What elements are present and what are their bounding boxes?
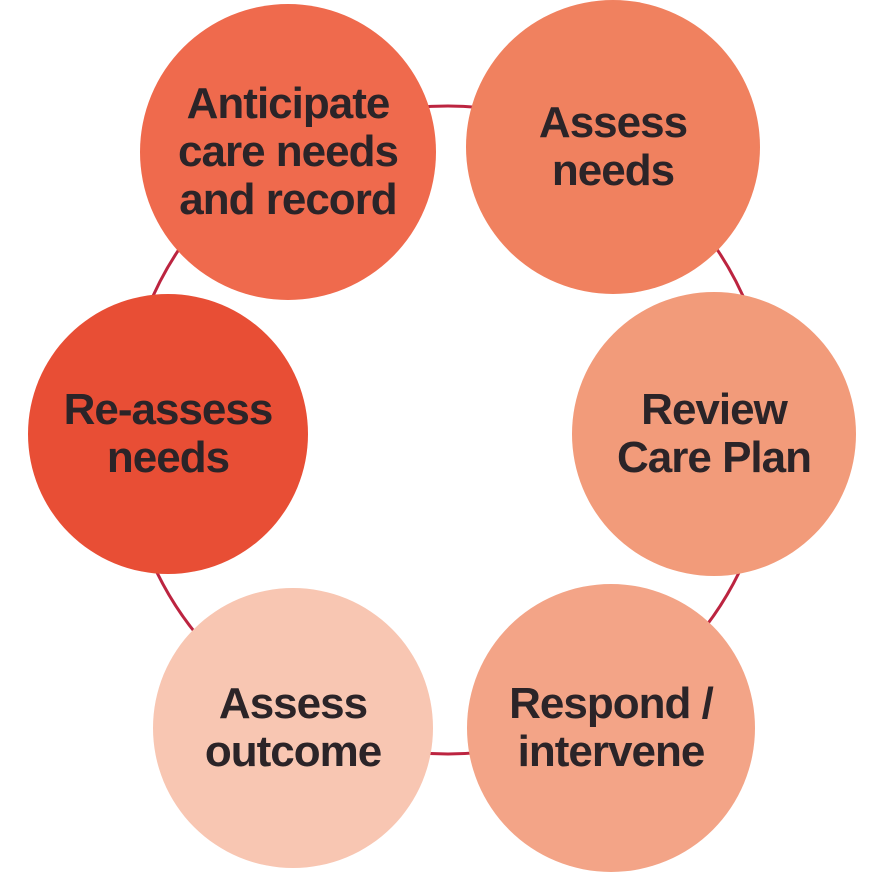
node-label-line: care needs — [178, 127, 399, 177]
node-label-line: Care Plan — [617, 433, 812, 482]
node-label-line: Anticipate — [186, 79, 391, 129]
cycle-node-assess-outcome: Assess outcome — [153, 588, 433, 868]
cycle-node-re-assess-needs: Re-assess needs — [28, 294, 308, 574]
cycle-node-assess-needs: Assess needs — [466, 0, 760, 294]
node-label-line: needs — [551, 146, 675, 195]
node-label-line: Respond / — [509, 679, 714, 729]
node-label-line: needs — [106, 433, 230, 482]
node-label-line: Assess — [538, 98, 688, 148]
cycle-node-respond-intervene: Respond / intervene — [467, 584, 755, 872]
node-label-line: Re-assess — [63, 385, 274, 435]
node-label-line: outcome — [204, 727, 382, 776]
cycle-node-anticipate-care-needs: Anticipate care needs and record — [140, 4, 436, 300]
cycle-node-review-care-plan: Review Care Plan — [572, 292, 856, 576]
node-label-line: Assess — [218, 679, 368, 729]
node-label-line: intervene — [517, 727, 706, 776]
node-label-line: Review — [641, 385, 788, 435]
node-label-line: and record — [179, 174, 397, 224]
